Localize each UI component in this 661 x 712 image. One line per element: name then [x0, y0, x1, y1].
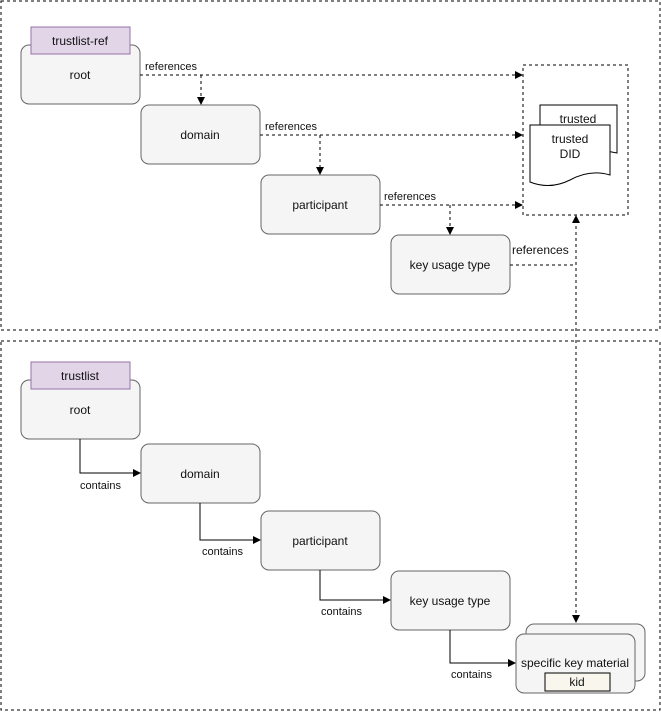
- bottom-domain-label: domain: [180, 467, 219, 481]
- bottom-root-label: root: [70, 403, 91, 417]
- edge-domain-contains-participant: contains: [199, 503, 261, 558]
- top-domain-label: domain: [180, 128, 219, 142]
- top-key-usage-type-label: key usage type: [410, 258, 491, 272]
- top-domain-node[interactable]: domain: [140, 104, 261, 165]
- top-key-usage-type-node[interactable]: key usage type: [390, 234, 511, 295]
- edge-participant-contains-key-usage: contains: [319, 570, 391, 618]
- bottom-section-frame: [0, 340, 661, 711]
- kid-box: [544, 672, 611, 692]
- edge-root-references: references: [140, 61, 523, 105]
- top-root-label: root: [70, 68, 91, 82]
- key-material-label: specific key material: [521, 656, 629, 670]
- root-contains-label: contains: [80, 480, 121, 492]
- domain-references-label: references: [265, 121, 317, 133]
- bottom-root-node[interactable]: root: [20, 379, 141, 440]
- edge-key-usage-contains-material: contains: [449, 630, 516, 681]
- domain-contains-label: contains: [202, 546, 243, 558]
- trustlist-tag-label: trustlist: [61, 369, 100, 383]
- key-material-stack[interactable]: specific key material kid: [515, 623, 646, 694]
- root-references-label: references: [145, 61, 197, 73]
- bottom-domain-node[interactable]: domain: [140, 443, 261, 504]
- edge-root-contains-domain: contains: [79, 439, 141, 492]
- top-section-frame: [0, 0, 661, 331]
- key-usage-contains-label: contains: [451, 669, 492, 681]
- top-participant-label: participant: [292, 198, 348, 212]
- kid-label: kid: [569, 675, 584, 689]
- top-trustlist-ref-tag: trustlist-ref: [30, 26, 131, 55]
- bottom-key-usage-type-node[interactable]: key usage type: [390, 570, 511, 631]
- key-usage-references-label: references: [512, 243, 569, 257]
- bottom-participant-node[interactable]: participant: [260, 510, 381, 571]
- edge-domain-references: references: [260, 121, 523, 175]
- edge-participant-references: references: [380, 191, 523, 235]
- bottom-participant-label: participant: [292, 534, 348, 548]
- bottom-trustlist-tag: trustlist: [30, 361, 131, 390]
- top-participant-node[interactable]: participant: [260, 174, 381, 235]
- participant-contains-label: contains: [321, 606, 362, 618]
- trusted-front-label-line2: DID: [560, 147, 581, 161]
- trustlist-ref-tag-label: trustlist-ref: [52, 34, 109, 48]
- participant-references-label: references: [384, 191, 436, 203]
- trusted-front-label-line1: trusted: [552, 132, 589, 146]
- edge-key-usage-references: references: [510, 215, 580, 266]
- bottom-key-usage-type-label: key usage type: [410, 594, 491, 608]
- trusted-back-label: trusted: [560, 112, 597, 126]
- trusted-did-document: trusted DID: [529, 124, 611, 186]
